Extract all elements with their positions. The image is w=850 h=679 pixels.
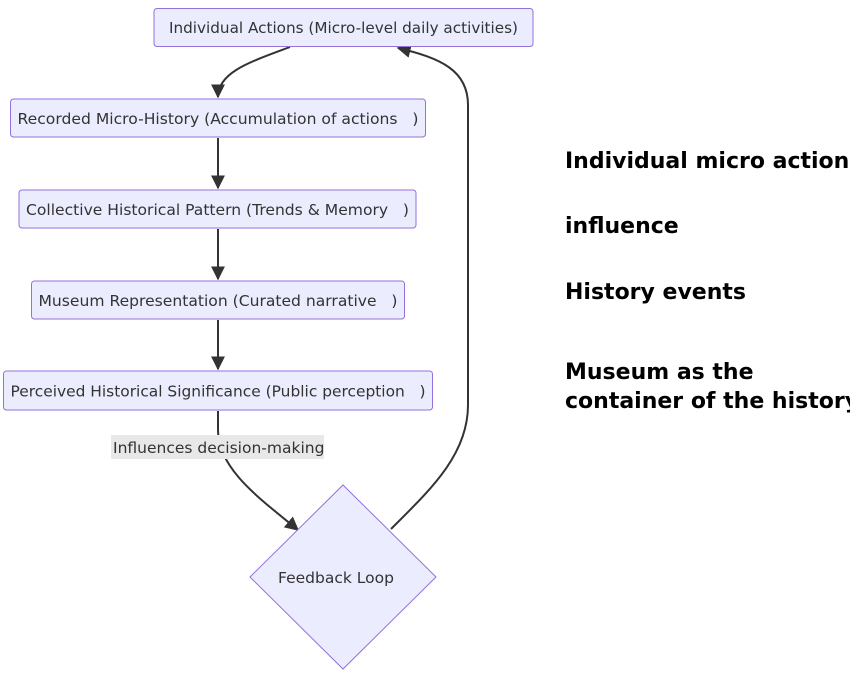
svg-text:Individual Actions (Micro-leve: Individual Actions (Micro-level daily ac… <box>169 19 518 37</box>
node-individual-actions: Individual Actions (Micro-level daily ac… <box>153 8 534 47</box>
note-influence: influence <box>565 214 679 239</box>
note-museum-as-the: Museum as the <box>565 360 754 385</box>
edge-actions-to-recorded <box>211 46 291 99</box>
svg-text:Collective Historical Pattern: Collective Historical Pattern (Trends & … <box>26 201 409 219</box>
node-perceived-historical-significance: Perceived Historical Significance (Publi… <box>3 370 433 411</box>
svg-text:Museum Representation (Curated: Museum Representation (Curated narrative… <box>39 292 398 310</box>
edge-perceived-to-feedback <box>217 411 300 531</box>
node-collective-historical-pattern: Collective Historical Pattern (Trends & … <box>18 189 417 229</box>
edge-feedback-to-actions <box>390 44 469 530</box>
node-recorded-micro-history: Recorded Micro-History (Accumulation of … <box>10 98 426 138</box>
note-history-events: History events <box>565 280 746 305</box>
svg-text:Perceived Historical Significa: Perceived Historical Significance (Publi… <box>11 383 426 401</box>
svg-text:Feedback Loop: Feedback Loop <box>278 569 394 587</box>
svg-text:Recorded Micro-History (Accumu: Recorded Micro-History (Accumulation of … <box>18 110 419 128</box>
note-individual-micro-actions: Individual micro actions <box>565 149 850 174</box>
node-museum-representation: Museum Representation (Curated narrative… <box>31 280 405 320</box>
node-feedback-loop: Feedback Loop <box>249 484 437 670</box>
note-container-of-history: container of the history <box>565 389 850 414</box>
edge-label-influences: Influences decision-making <box>113 439 324 457</box>
edge-label-background <box>111 435 324 459</box>
